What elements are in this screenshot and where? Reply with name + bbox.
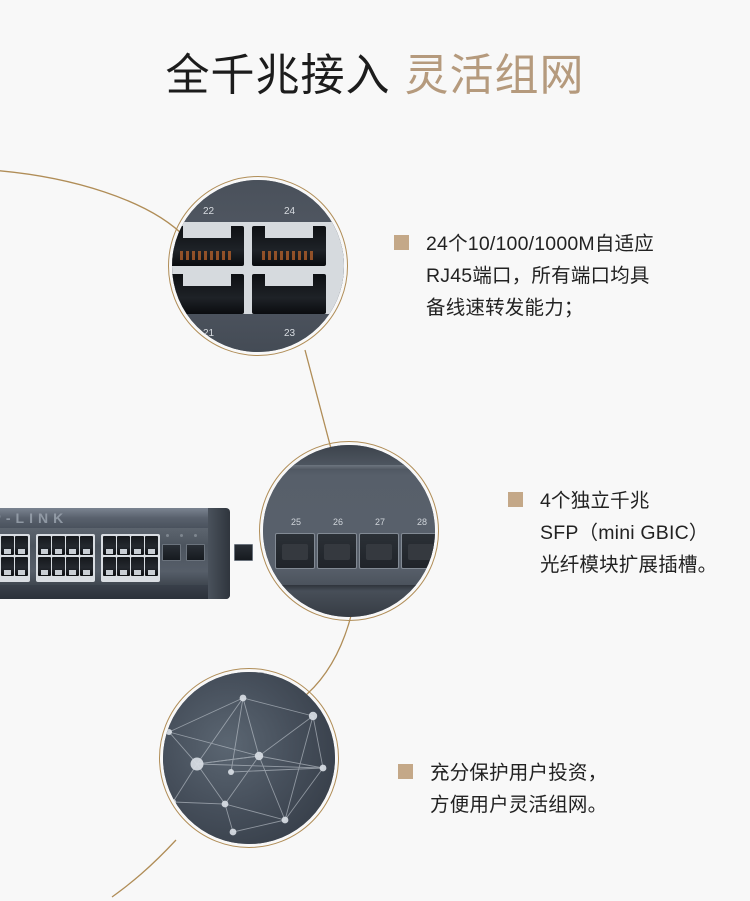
rj45-port-bank-2 xyxy=(0,534,30,582)
sfp-cage xyxy=(359,533,399,569)
feature-text: 24个10/100/1000M自适应 RJ45端口，所有端口均具 备线速转发能力… xyxy=(426,233,654,319)
switch-top-panel: TP-LINK xyxy=(0,508,230,530)
feature-text: 充分保护用户投资， 方便用户灵活组网。 xyxy=(430,762,608,816)
sfp-label: 26 xyxy=(333,517,344,527)
rj45-port-bank-4 xyxy=(101,534,160,582)
bullet-square-icon xyxy=(398,764,413,779)
sfp-label: 25 xyxy=(291,517,302,527)
page-title-main: 全千兆接入 xyxy=(165,51,391,100)
rj45-port-bank-3 xyxy=(36,534,95,582)
network-mesh-graphic xyxy=(163,672,335,844)
bullet-square-icon xyxy=(394,235,409,250)
sfp-label: 27 xyxy=(375,517,386,527)
rj45-jack xyxy=(252,226,326,266)
connector-left-to-ports xyxy=(0,170,187,239)
brand-logo: TP-LINK xyxy=(0,510,69,526)
sfp-label: 28 xyxy=(417,517,428,527)
switch-right-side xyxy=(208,508,230,599)
connector-network-tail xyxy=(111,839,177,898)
switch-indicator-leds xyxy=(166,534,211,537)
page-title: 全千兆接入灵活组网 xyxy=(0,50,750,103)
switch-bottom-edge xyxy=(0,585,230,599)
page-title-accent: 灵活组网 xyxy=(404,51,585,100)
port-label: 22 xyxy=(203,206,215,217)
rj45-jack xyxy=(172,226,244,266)
product-switch-image: TP-LINK xyxy=(0,508,253,600)
rj45-jack xyxy=(172,274,244,314)
sfp-cage xyxy=(317,533,357,569)
port-label: 24 xyxy=(284,206,296,217)
feature-item-rj45-ports: 24个10/100/1000M自适应 RJ45端口，所有端口均具 备线速转发能力… xyxy=(394,228,654,324)
connector-ports-to-sfp xyxy=(304,349,335,461)
sfp-macro-photo: 25 26 27 28 xyxy=(263,445,435,617)
sfp-cage xyxy=(401,533,435,569)
port-label: 23 xyxy=(284,328,296,339)
callout-image-network-topology xyxy=(163,672,335,844)
rj45-macro-photo: 22 24 21 23 xyxy=(172,180,344,352)
callout-image-sfp-slots: 25 26 27 28 xyxy=(263,445,435,617)
feature-text: 4个独立千兆 SFP（mini GBIC） 光纤模块扩展插槽。 xyxy=(540,490,718,576)
panel-seam-top xyxy=(263,465,435,470)
rj45-jack xyxy=(252,274,326,314)
panel-seam-bottom xyxy=(263,585,435,591)
callout-image-rj45-ports: 22 24 21 23 xyxy=(172,180,344,352)
bullet-square-icon xyxy=(508,492,523,507)
sfp-cage xyxy=(275,533,315,569)
feature-item-network-topology: 充分保护用户投资， 方便用户灵活组网。 xyxy=(398,757,607,821)
feature-item-sfp-slots: 4个独立千兆 SFP（mini GBIC） 光纤模块扩展插槽。 xyxy=(508,485,717,581)
port-label: 21 xyxy=(203,328,215,339)
